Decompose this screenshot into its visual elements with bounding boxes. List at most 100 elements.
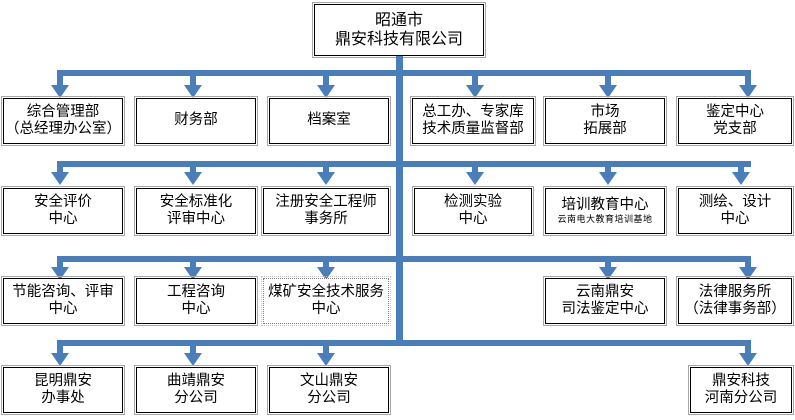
node-r3c1-energy-consulting-review-center[interactable]: 节能咨询、评审 中心	[1, 276, 126, 327]
node-r2c6-surveying-design-center[interactable]: 测绘、设计 中心	[676, 186, 795, 237]
connector-drop-r1c5	[605, 70, 611, 88]
connector-drop-r3c2	[190, 256, 196, 270]
node-r1c2-finance[interactable]: 财务部	[134, 96, 259, 147]
node-label-line2: （法律事务部）	[684, 301, 786, 317]
node-r2c2-safety-standardization-review[interactable]: 安全标准化 评审中心	[134, 186, 259, 237]
node-r1c4-chief-engineer-office[interactable]: 总工办、专家库 技术质量监督部	[410, 96, 537, 147]
node-r4c3-wenshan-dingan-branch[interactable]: 文山鼎安 分公司	[267, 365, 392, 416]
connector-drop-r4c1	[57, 340, 63, 356]
node-label-line2: 事务所	[304, 211, 348, 227]
node-label-line2: 办事处	[41, 390, 85, 406]
node-r2c1-safety-evaluation-center[interactable]: 安全评价 中心	[1, 186, 126, 237]
node-label-line1: 文山鼎安	[300, 372, 358, 389]
node-r3c6-law-office-legal-affairs[interactable]: 法律服务所 （法律事务部）	[676, 276, 795, 327]
node-r3c3-coal-mine-safety-tech-service-center[interactable]: 煤矿安全技术服务 中心	[261, 276, 391, 326]
connector-arrow-r2c3	[317, 172, 335, 185]
connector-drop-r3c6	[745, 256, 751, 270]
connector-drop-r2c3	[323, 161, 329, 175]
node-label-line1: 财务部	[174, 112, 218, 129]
node-r1c3-archives[interactable]: 档案室	[267, 96, 392, 147]
node-label-line1: 安全标准化	[159, 193, 233, 210]
connector-arrow-r4c6	[739, 353, 757, 366]
node-r3c2-engineering-consulting-center[interactable]: 工程咨询 中心	[134, 276, 259, 327]
connector-arrow-r4c1	[51, 353, 69, 366]
connector-drop-r1c4	[472, 70, 478, 88]
node-label-line2: 司法鉴定中心	[561, 301, 649, 317]
node-r1c5-market-development[interactable]: 市场 拓展部	[543, 96, 668, 147]
node-r1c6-appraisal-center-party-branch[interactable]: 鉴定中心 党支部	[676, 96, 795, 147]
connector-bar-row2	[57, 161, 751, 167]
connector-arrow-r1c6	[739, 85, 757, 98]
node-label-line2: 中心	[720, 211, 750, 227]
connector-drop-r3c3	[323, 256, 329, 270]
node-r4c6-dingan-tech-henan-branch[interactable]: 鼎安科技 河南分公司	[688, 365, 795, 416]
node-label-line2: 技术质量监督部	[422, 121, 524, 137]
connector-drop-r1c3	[323, 70, 329, 88]
connector-arrow-r1c4	[466, 85, 484, 98]
node-label-line1: 煤矿安全技术服务	[268, 283, 384, 300]
node-r2c4-testing-laboratory-center[interactable]: 检测实验 中心	[412, 186, 535, 237]
connector-arrow-r4c2	[184, 353, 202, 366]
node-label-line1: 曲靖鼎安	[167, 372, 225, 389]
node-label-line1: 工程咨询	[167, 283, 225, 300]
node-label-line2: （总经理办公室）	[5, 121, 121, 137]
node-label-line1: 总工办、专家库	[422, 103, 524, 120]
node-label-line2: 分公司	[174, 390, 218, 406]
connector-drop-r2c2	[190, 161, 196, 175]
node-label-line2: 河南分公司	[704, 390, 778, 406]
node-label-line1: 市场	[590, 103, 620, 120]
connector-drop-r2c1	[57, 161, 63, 175]
connector-drop-r4c6	[745, 340, 751, 356]
connector-arrow-r2c6	[732, 172, 750, 185]
connector-drop-r2c4	[472, 161, 478, 175]
connector-arrow-r3c6	[739, 267, 757, 280]
node-label-line2: 鼎安科技有限公司	[334, 29, 463, 48]
node-label-line2: 中心	[48, 211, 78, 227]
node-label-line1: 安全评价	[34, 193, 92, 210]
connector-drop-r4c3	[323, 340, 329, 356]
connector-arrow-r4c3	[317, 353, 335, 366]
connector-arrow-r3c5	[599, 267, 617, 280]
connector-drop-r3c5	[605, 256, 611, 270]
node-label-line2: 党支部	[713, 121, 757, 137]
connector-drop-r4c2	[190, 340, 196, 356]
connector-drop-r2c5	[605, 161, 611, 175]
node-label-line2: 分公司	[307, 390, 351, 406]
connector-bar-row3	[57, 256, 751, 262]
node-label-line1: 综合管理部	[26, 103, 100, 120]
node-label-line2: 拓展部	[583, 121, 627, 137]
connector-drop-r1c1	[57, 70, 63, 88]
node-r2c5-training-education-center[interactable]: 培训教育中心 云南电大教育培训基地	[543, 186, 668, 237]
connector-arrow-r1c3	[317, 85, 335, 98]
node-label-line1: 培训教育中心	[561, 196, 649, 213]
connector-arrow-r2c1	[51, 172, 69, 185]
node-label-line1: 云南鼎安	[576, 283, 634, 300]
connector-arrow-r2c5	[599, 172, 617, 185]
connector-bar-row1	[57, 70, 751, 76]
connector-trunk-main	[396, 62, 403, 346]
node-label-line2: 中心	[311, 301, 341, 317]
connector-drop-r3c1	[57, 256, 63, 270]
node-root-company[interactable]: 昭通市 鼎安科技有限公司	[312, 2, 489, 61]
node-r4c1-kunming-dingan-office[interactable]: 昆明鼎安 办事处	[1, 365, 126, 416]
connector-drop-r1c6	[745, 70, 751, 88]
node-r4c2-qujing-dingan-branch[interactable]: 曲靖鼎安 分公司	[134, 365, 259, 416]
node-label-subtitle: 云南电大教育培训基地	[557, 214, 653, 225]
connector-arrow-r1c5	[599, 85, 617, 98]
node-label-line1: 检测实验	[444, 193, 502, 210]
connector-arrow-r3c3	[317, 267, 335, 280]
node-label-line1: 昭通市	[374, 10, 423, 30]
node-label-line1: 注册安全工程师	[275, 193, 377, 210]
node-label-line1: 档案室	[307, 112, 351, 129]
node-label-line2: 评审中心	[167, 211, 225, 227]
connector-arrow-r2c4	[466, 172, 484, 185]
node-r3c5-yunnan-dingan-judicial-appraisal-center[interactable]: 云南鼎安 司法鉴定中心	[543, 276, 668, 327]
node-label-line1: 鼎安科技	[712, 372, 770, 389]
node-label-line2: 中心	[181, 301, 211, 317]
node-r2c3-registered-safety-engineer-office[interactable]: 注册安全工程师 事务所	[261, 186, 392, 237]
connector-drop-r1c2	[190, 70, 196, 88]
connector-bar-row4	[57, 340, 751, 346]
node-label-line1: 测绘、设计	[698, 193, 772, 210]
node-r1c1-general-management[interactable]: 综合管理部 （总经理办公室）	[1, 96, 126, 147]
